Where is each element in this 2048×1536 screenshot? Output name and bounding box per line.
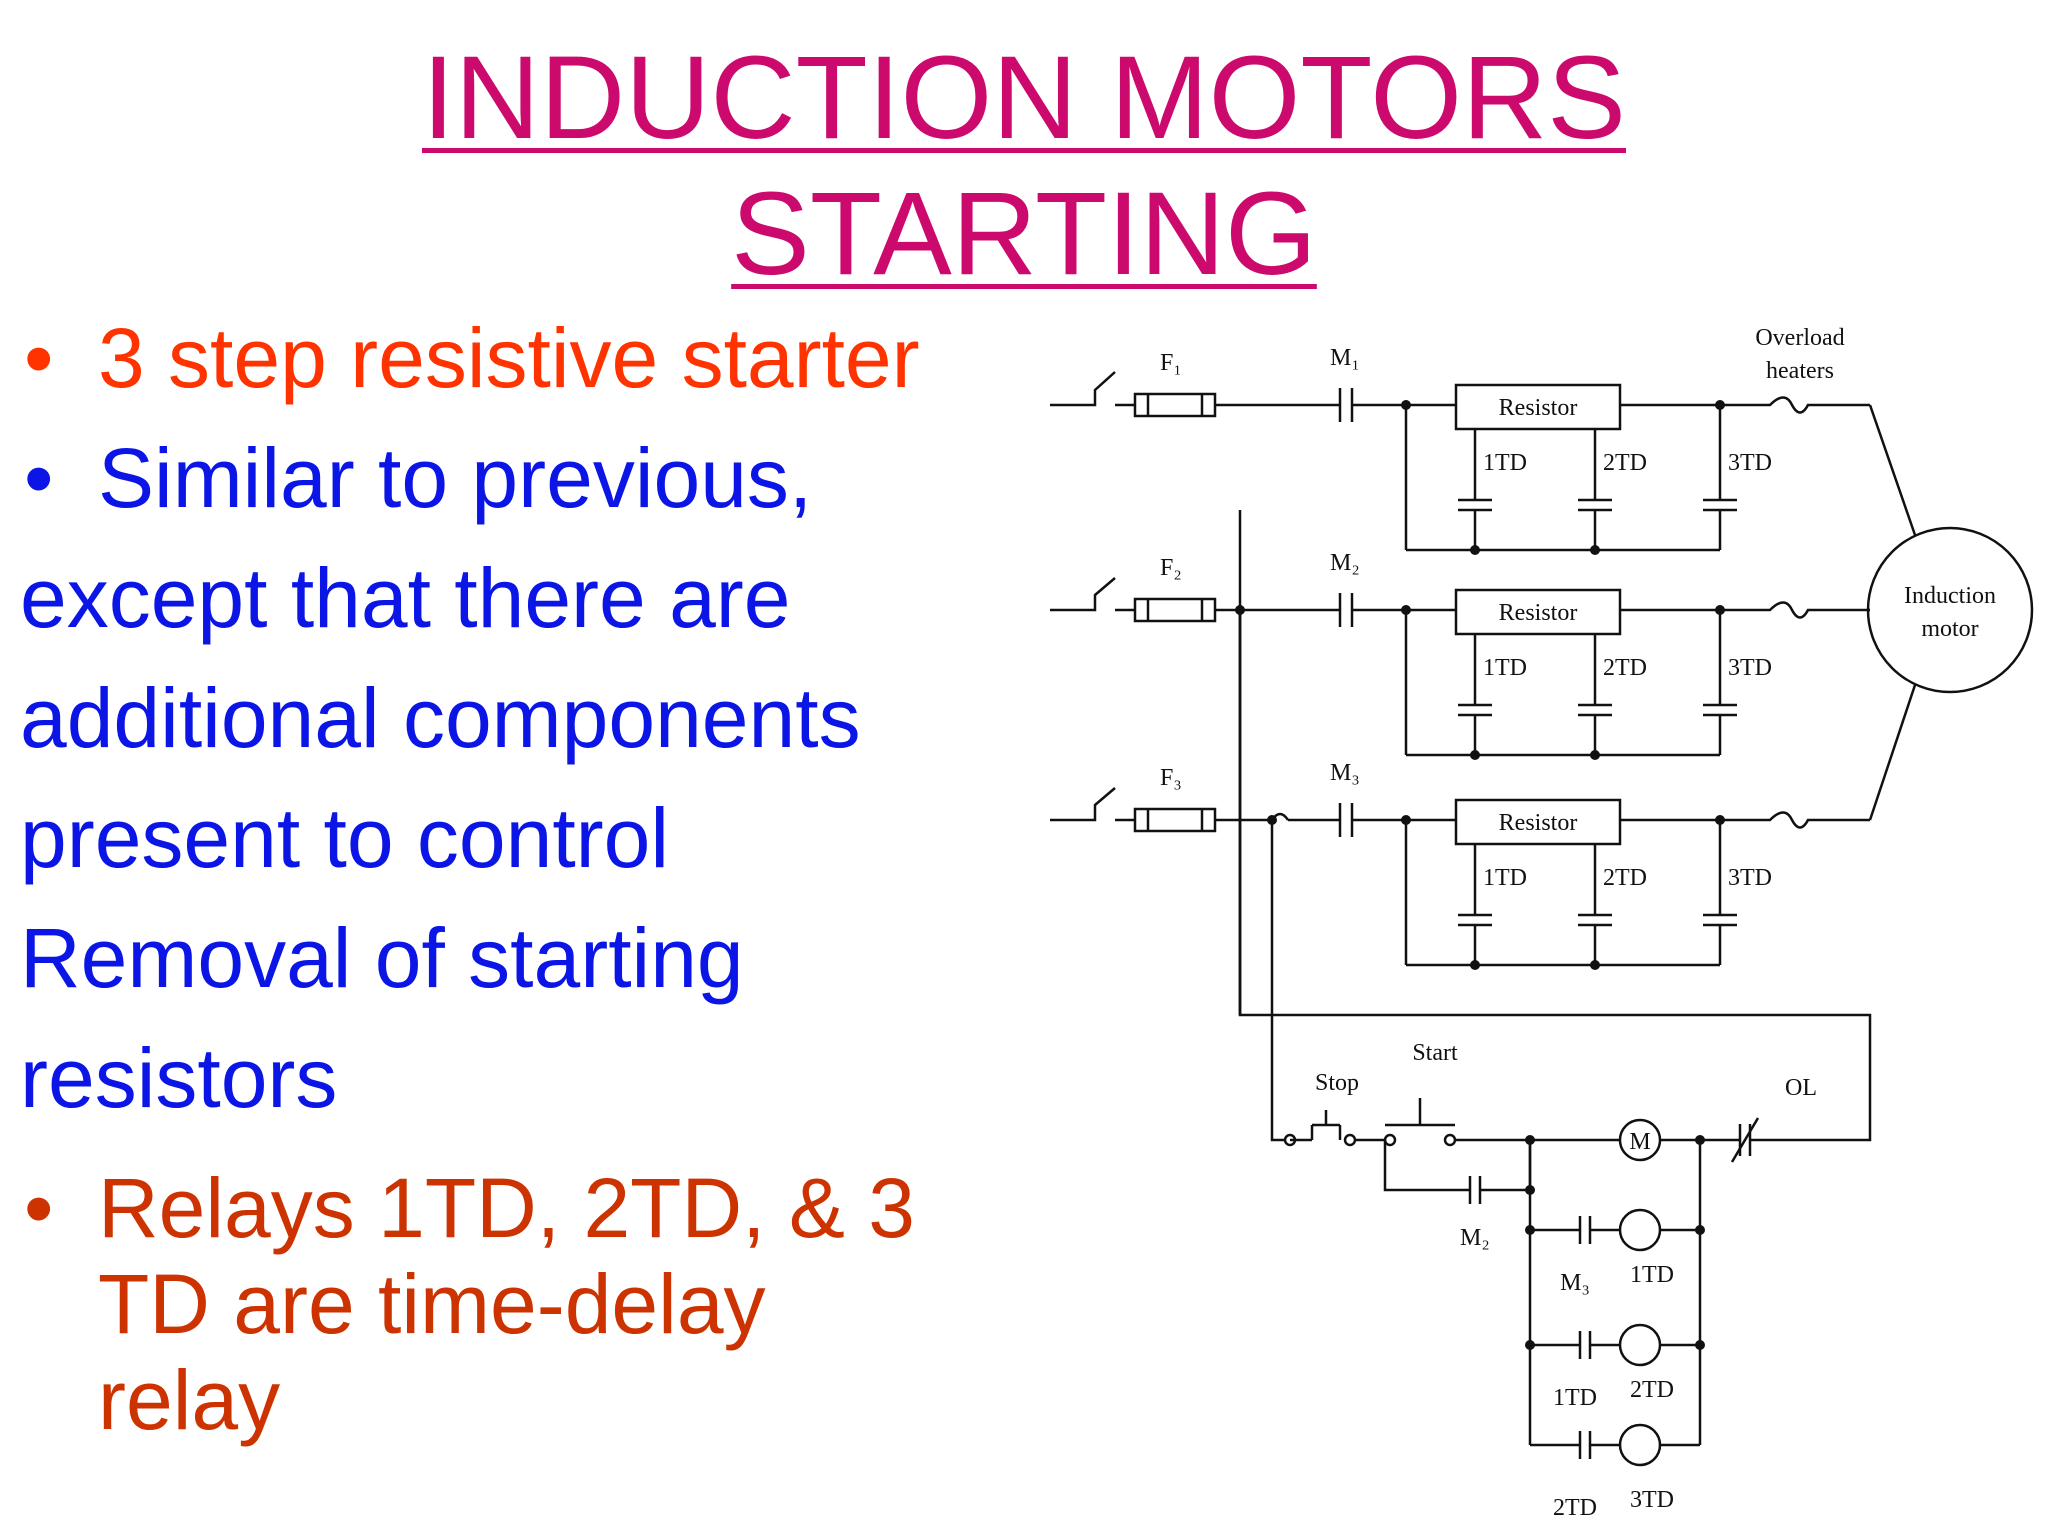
label-td-2: 2TD <box>1603 450 1647 476</box>
bullet-1-text: 3 step resistive starter <box>98 311 920 405</box>
start-button <box>1443 1133 1457 1147</box>
label-seal-contact: M₂ <box>1460 1225 1490 1251</box>
bullet-3-line: Relays 1TD, 2TD, & 3 <box>98 1161 915 1255</box>
bullet-3-line: TD are time-delay <box>98 1257 766 1351</box>
label-start: Start <box>1412 1040 1458 1066</box>
label-overload-2: heaters <box>1766 358 1834 384</box>
bullet-2: • Similar to previous, <box>20 430 812 526</box>
label-rung-coil-2: 2TD <box>1630 1377 1674 1403</box>
label-rung-contact-1: M₃ <box>1560 1270 1590 1296</box>
label-contact-2: M₂ <box>1330 550 1360 576</box>
control-circuit <box>1238 510 1872 1467</box>
label-ol: OL <box>1785 1075 1817 1101</box>
phase-3-line <box>1050 787 1870 967</box>
label-resistor-3: Resistor <box>1499 810 1578 836</box>
stop-button <box>1343 1133 1357 1147</box>
bullet-dot: • <box>24 311 54 405</box>
label-td-1: 1TD <box>1483 450 1527 476</box>
label-stop: Stop <box>1315 1070 1359 1096</box>
label-td-2: 2TD <box>1603 865 1647 891</box>
label-contact-1: M₁ <box>1330 345 1360 371</box>
label-fuse-1: F₁ <box>1160 350 1182 376</box>
phase-1-line <box>1050 371 1870 552</box>
slide-title: INDUCTION MOTORS STARTING <box>0 30 2048 302</box>
starter-circuit-diagram: F₁ F₂ F₃ M₁ M₂ M₃ Resistor Resistor Resi… <box>1050 325 2034 1521</box>
bullet-2-line: additional components <box>20 671 861 765</box>
label-td-3: 3TD <box>1728 865 1772 891</box>
label-rung-coil-3: 3TD <box>1630 1487 1674 1513</box>
resistor-2 <box>1454 588 1622 636</box>
label-td-1: 1TD <box>1483 655 1527 681</box>
bullet-2-line: except that there are <box>20 551 791 645</box>
label-contact-3: M₃ <box>1330 760 1360 786</box>
bullet-1: • 3 step resistive starter <box>20 310 920 406</box>
title-line-2: STARTING <box>731 168 1317 300</box>
bullet-2-line: present to control <box>20 791 670 885</box>
phase-2-line <box>1050 577 1870 757</box>
label-motor-2: motor <box>1921 616 1978 642</box>
title-line-1: INDUCTION MOTORS <box>421 32 1627 164</box>
bullet-3: • Relays 1TD, 2TD, & 3 <box>20 1160 915 1256</box>
bullet-dot: • <box>24 431 54 525</box>
label-rung-contact-3: 2TD <box>1553 1495 1597 1521</box>
resistor-1 <box>1454 383 1622 431</box>
label-rung-contact-2: 1TD <box>1553 1385 1597 1411</box>
label-resistor-2: Resistor <box>1499 600 1578 626</box>
bullet-2-line: Similar to previous, <box>98 431 813 525</box>
label-td-3: 3TD <box>1728 655 1772 681</box>
label-fuse-2: F₂ <box>1160 555 1182 581</box>
label-coil-m: M <box>1629 1129 1650 1155</box>
label-motor-1: Induction <box>1904 583 1996 609</box>
label-td-2: 2TD <box>1603 655 1647 681</box>
label-overload-1: Overload <box>1755 325 1844 351</box>
coil-1td <box>1618 1208 1662 1252</box>
resistor-3 <box>1454 798 1622 846</box>
bullet-3-line: relay <box>98 1353 281 1447</box>
induction-motor <box>1866 526 2034 694</box>
label-rung-coil-1: 1TD <box>1630 1262 1674 1288</box>
label-td-1: 1TD <box>1483 865 1527 891</box>
label-td-3: 3TD <box>1728 450 1772 476</box>
bullet-dot: • <box>24 1161 54 1255</box>
label-fuse-3: F₃ <box>1160 765 1182 791</box>
bullet-2-line: Removal of starting <box>20 911 744 1005</box>
label-resistor-1: Resistor <box>1499 395 1578 421</box>
coil-2td <box>1618 1323 1662 1367</box>
bullet-2-line: resistors <box>20 1031 338 1125</box>
junction-dots <box>1235 400 1725 1350</box>
coil-3td <box>1618 1423 1662 1467</box>
